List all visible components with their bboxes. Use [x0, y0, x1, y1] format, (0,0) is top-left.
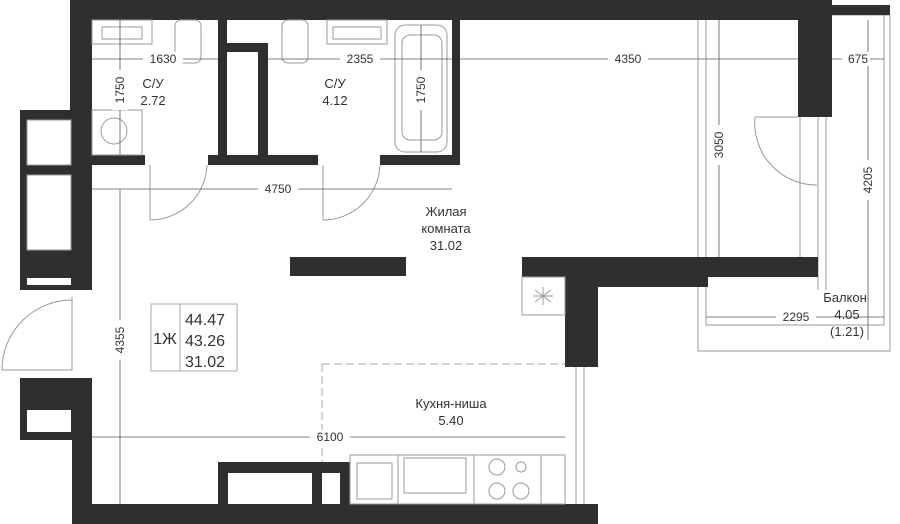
dim-living-width: 4350: [615, 52, 642, 66]
dim-bath2-depth: 1750: [414, 76, 428, 103]
dim-balcony-length: 4205: [861, 166, 875, 193]
summary-box: 1Ж 44.47 43.26 31.02: [150, 303, 238, 372]
dimension-labels: 1630 2355 4350 675 1750 1750 3050 4205 4…: [112, 52, 876, 444]
dim-bath1-depth: 1750: [113, 76, 127, 103]
living-name-2: комната: [421, 221, 471, 236]
living-area: 31.02: [430, 238, 463, 253]
kitchen-area: 5.40: [438, 413, 463, 428]
room-labels: С/У 2.72 С/У 4.12 Жилая комната 31.02 Ку…: [140, 76, 866, 428]
bathroom-fixtures: [91, 19, 448, 156]
dim-bath2-width: 2355: [347, 52, 374, 66]
apartment-type: 1Ж: [153, 331, 177, 348]
dim-balcony-width: 2295: [783, 310, 810, 324]
bath1-area: 2.72: [140, 93, 165, 108]
dim-total-width: 6100: [317, 430, 344, 444]
balcony-area-reduced: (1.21): [830, 324, 864, 339]
dim-balcony-offset: 675: [848, 52, 868, 66]
dim-corridor-width: 4750: [265, 182, 292, 196]
balcony-name: Балкон: [823, 290, 867, 305]
bath2-area: 4.12: [322, 93, 347, 108]
walls: [20, 0, 832, 524]
kitchen-name: Кухня-ниша: [415, 396, 487, 411]
living-name-1: Жилая: [425, 204, 466, 219]
dim-left-height: 4355: [113, 326, 127, 353]
kitchen-fixtures: [321, 276, 566, 505]
balcony-area: 4.05: [834, 307, 859, 322]
doors: [1, 116, 818, 371]
dim-living-depth: 3050: [712, 131, 726, 158]
total-area: 44.47: [185, 312, 225, 329]
living-area-summary: 31.02: [185, 354, 225, 371]
dim-bath1-width: 1630: [150, 52, 177, 66]
area-no-balcony: 43.26: [185, 333, 225, 350]
bath1-name: С/У: [142, 76, 164, 91]
bath2-name: С/У: [324, 76, 346, 91]
